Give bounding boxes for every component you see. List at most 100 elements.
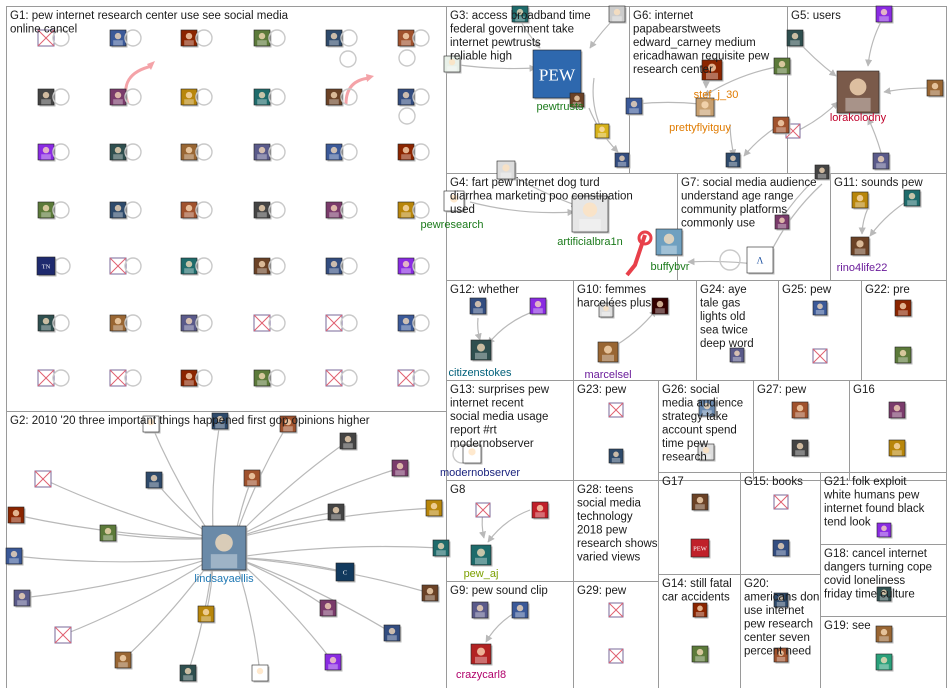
g1-node[interactable] (110, 89, 141, 107)
g1-node[interactable] (38, 315, 69, 333)
g6-node[interactable] (726, 153, 742, 169)
g6-node[interactable] (626, 98, 644, 116)
g16-node[interactable] (889, 440, 907, 458)
g8-node[interactable] (476, 503, 490, 517)
g1-node[interactable] (254, 144, 285, 162)
g25-node[interactable] (813, 349, 827, 363)
g27-node[interactable] (792, 402, 810, 420)
node-label-pewtrusts[interactable]: pewtrusts (536, 101, 584, 113)
g2-node[interactable] (328, 504, 346, 522)
g2-node[interactable] (422, 585, 440, 603)
g2-node[interactable] (433, 540, 451, 558)
g1-node[interactable] (110, 258, 141, 274)
pewtrusts-logo-node[interactable]: PEW (533, 50, 583, 100)
g2-node[interactable] (320, 600, 338, 618)
g15-node[interactable] (773, 540, 791, 558)
g1-node[interactable] (398, 202, 429, 220)
g1-node[interactable] (38, 144, 69, 162)
g1-node[interactable] (326, 258, 357, 276)
g1-node[interactable] (110, 144, 141, 162)
g1-node[interactable] (110, 370, 141, 386)
g1-node[interactable] (110, 202, 141, 220)
g1-node[interactable] (326, 89, 357, 107)
g1-node[interactable] (398, 315, 429, 333)
g2-node[interactable] (100, 525, 118, 543)
g10-node[interactable] (652, 298, 670, 316)
node-label-buffybvr[interactable]: buffybvr (651, 261, 690, 273)
g3-node[interactable] (609, 6, 627, 24)
crazycarl8-node[interactable] (471, 644, 493, 666)
g2-node[interactable] (325, 654, 343, 672)
g1-node[interactable] (326, 315, 357, 331)
g1-node[interactable] (181, 315, 212, 333)
node-label-modernobserver[interactable]: modernobserver (440, 467, 520, 479)
g2-node[interactable] (35, 471, 51, 487)
g1-node[interactable] (398, 30, 429, 48)
g2-node[interactable] (14, 590, 32, 608)
g1-node[interactable] (326, 202, 357, 220)
c-badge-node[interactable]: C (336, 563, 356, 583)
node-label-prettyflyitguy[interactable]: prettyflyitguy (669, 122, 731, 134)
g1-node[interactable] (181, 89, 212, 107)
g1-node[interactable] (181, 144, 212, 162)
g2-node[interactable] (392, 460, 410, 478)
citizenstokes-node[interactable] (471, 340, 493, 362)
g5-node[interactable] (787, 30, 805, 48)
g2-node[interactable] (340, 433, 358, 451)
g22-node[interactable] (895, 300, 913, 318)
g2-node[interactable] (426, 500, 444, 518)
g2-node[interactable] (115, 652, 133, 670)
g14-node[interactable] (692, 646, 710, 664)
node-label-stef-j-30[interactable]: stef_j_30 (694, 89, 739, 101)
g22-node[interactable] (895, 347, 913, 365)
lindsayaellis-node[interactable] (202, 526, 248, 572)
g12-node[interactable] (530, 298, 548, 316)
g2-node[interactable] (146, 472, 164, 490)
g1-node[interactable] (38, 202, 69, 220)
g1-node[interactable] (326, 144, 357, 162)
g2-node[interactable] (8, 507, 26, 525)
g1-node[interactable] (254, 202, 285, 220)
g2-node[interactable] (198, 606, 216, 624)
g1-node[interactable] (254, 258, 285, 276)
rino4life22-node[interactable] (851, 237, 871, 257)
g1-node[interactable] (254, 370, 285, 388)
g7-node[interactable] (775, 215, 791, 231)
node-label-citizenstokes[interactable]: citizenstokes (449, 367, 512, 379)
g17-node[interactable] (692, 494, 710, 512)
pew_aj-node[interactable] (471, 545, 493, 567)
g2-node[interactable] (55, 627, 71, 643)
g11-node[interactable] (904, 190, 922, 208)
g25-node[interactable] (813, 301, 829, 317)
node-label-lorakolodny[interactable]: lorakolodny (830, 112, 887, 124)
g24-node[interactable] (730, 348, 746, 364)
buffybvr-node[interactable] (656, 229, 684, 257)
g1-node[interactable] (398, 258, 429, 276)
g1-node[interactable] (181, 370, 212, 388)
g1-node[interactable] (398, 89, 429, 107)
node-label-pew-aj[interactable]: pew_aj (464, 568, 499, 580)
node-label-rino4life22[interactable]: rino4life22 (837, 262, 888, 274)
g1-node[interactable] (326, 370, 357, 386)
g12-node[interactable] (470, 298, 488, 316)
g6-node[interactable] (773, 117, 791, 135)
g1-node[interactable] (398, 144, 429, 162)
g16-node[interactable] (889, 402, 907, 420)
g1-node[interactable] (181, 30, 212, 48)
g1-node[interactable] (110, 315, 141, 333)
tn-badge-node[interactable]: TN (37, 257, 57, 277)
g23-node[interactable] (609, 403, 623, 417)
g1-node[interactable] (38, 370, 69, 386)
g9-node[interactable] (472, 602, 490, 620)
g1-node[interactable] (181, 258, 212, 276)
lorakolodny-node[interactable] (837, 71, 881, 115)
g2-node[interactable] (252, 665, 270, 683)
g1-node[interactable] (254, 30, 285, 48)
g19-node[interactable] (876, 654, 894, 672)
g9-node[interactable] (512, 602, 530, 620)
g23-node[interactable] (609, 449, 625, 465)
node-label-marcelsel[interactable]: marcelsel (584, 369, 631, 381)
g1-node[interactable] (38, 89, 69, 107)
g1-node[interactable] (398, 370, 429, 386)
g19-node[interactable] (876, 626, 894, 644)
